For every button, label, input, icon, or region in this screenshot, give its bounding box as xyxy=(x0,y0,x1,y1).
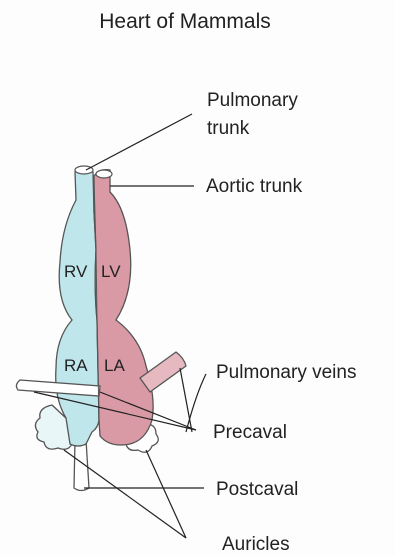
label-pulmonary-veins: Pulmonary veins xyxy=(216,362,356,384)
label-pulmonary-trunk-line1: Pulmonary xyxy=(207,90,298,112)
diagram-title: Heart of Mammals xyxy=(0,10,370,34)
leader-auricles-2 xyxy=(146,450,186,538)
label-auricles: Auricles xyxy=(222,534,290,556)
left-heart xyxy=(94,170,153,445)
leader-pulmonary-veins-2 xyxy=(180,368,192,432)
label-postcaval: Postcaval xyxy=(216,479,298,501)
leader-auricles-1 xyxy=(64,450,186,538)
chamber-label-lv: LV xyxy=(101,262,121,282)
postcaval-vein xyxy=(74,440,89,491)
label-aortic-trunk: Aortic trunk xyxy=(206,176,302,198)
leader-pulmonary-trunk xyxy=(86,114,192,170)
label-precaval: Precaval xyxy=(213,422,287,444)
chamber-label-ra: RA xyxy=(64,356,88,376)
label-pulmonary-trunk-line2: trunk xyxy=(207,118,249,140)
aortic-trunk-opening xyxy=(96,170,112,178)
leader-pulmonary-veins xyxy=(186,374,206,432)
chamber-label-la: LA xyxy=(104,356,125,376)
right-heart xyxy=(56,168,99,447)
chamber-label-rv: RV xyxy=(64,262,87,282)
